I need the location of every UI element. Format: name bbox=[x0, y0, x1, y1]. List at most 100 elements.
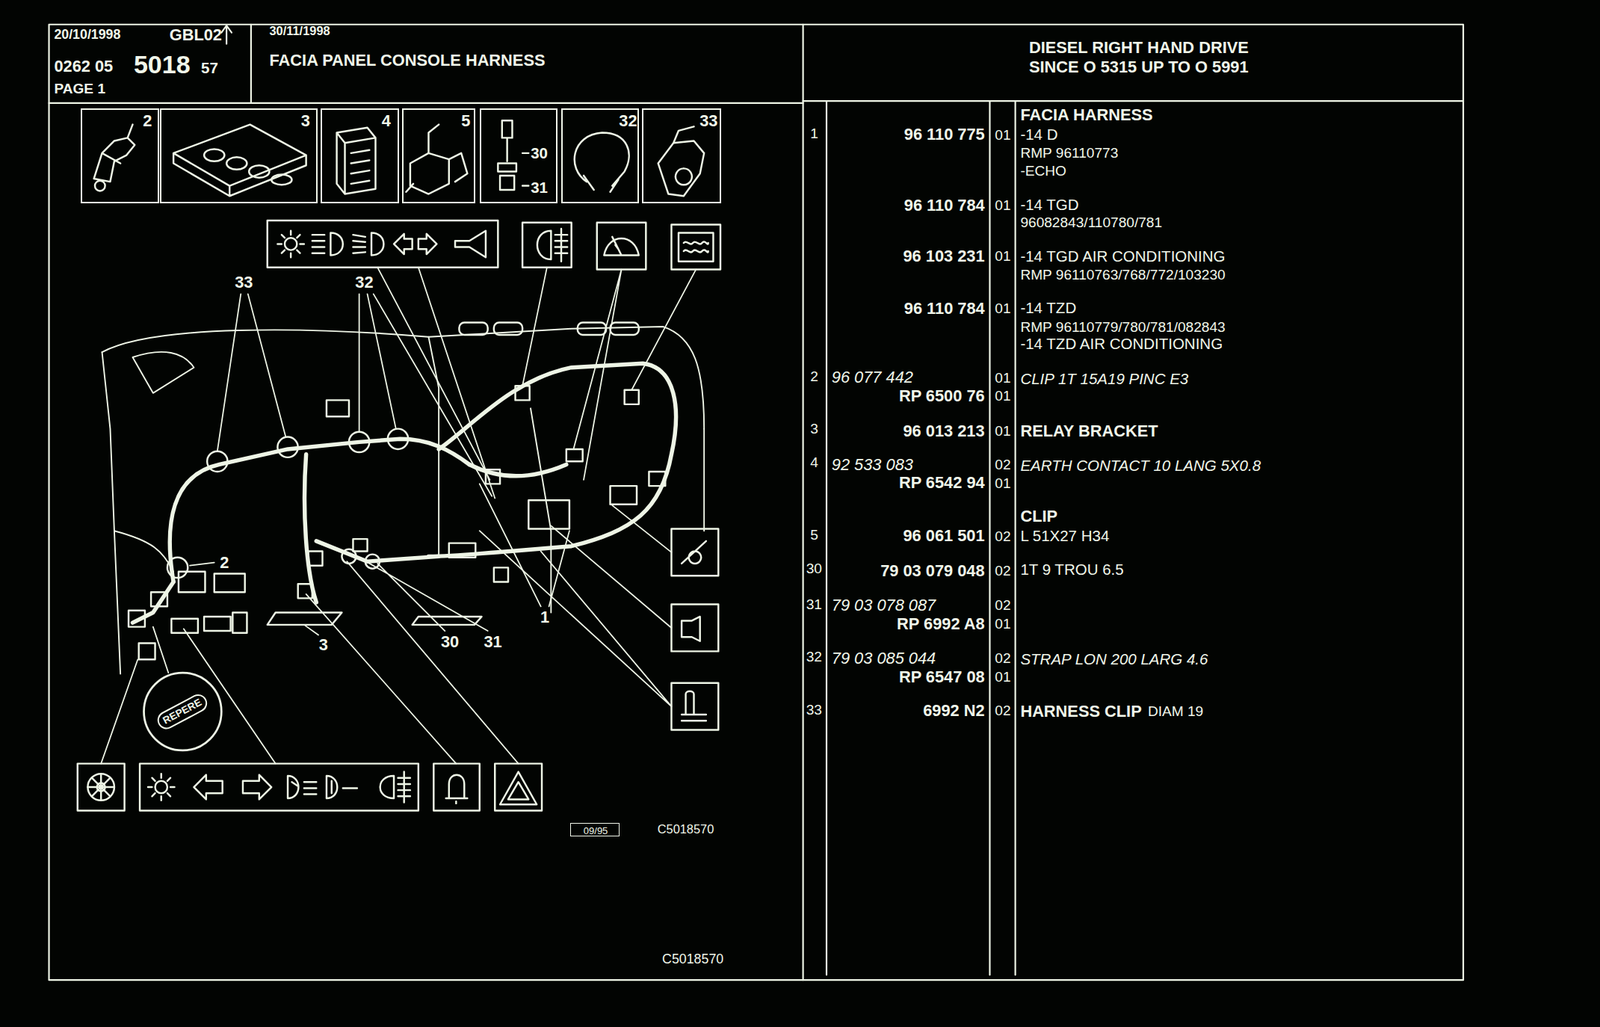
symbol-boxes bbox=[193, 774, 222, 800]
table-text: 96 110 784 bbox=[904, 300, 985, 317]
symbol-boxes bbox=[155, 780, 168, 793]
connectors bbox=[232, 612, 247, 633]
connectors bbox=[128, 610, 145, 627]
symbol-boxes bbox=[77, 763, 125, 811]
symbol-boxes bbox=[671, 528, 719, 576]
symbol-boxes bbox=[433, 763, 480, 811]
symbol-boxes bbox=[393, 233, 413, 255]
symbol-boxes bbox=[312, 232, 344, 255]
table-text: EARTH CONTACT 10 LANG 5X0.8 bbox=[1020, 458, 1261, 474]
symbol-boxes bbox=[671, 604, 719, 652]
connectors bbox=[267, 612, 343, 625]
part-icons bbox=[574, 133, 630, 193]
dashboard-outline bbox=[102, 326, 705, 429]
symbol-boxes bbox=[446, 774, 468, 804]
connectors bbox=[298, 583, 313, 598]
table-text: -14 TGD bbox=[1020, 197, 1079, 213]
callout-number: 31 bbox=[530, 179, 548, 196]
table-text: 96 110 775 bbox=[904, 126, 985, 143]
symbol-boxes bbox=[455, 230, 486, 258]
page-frame bbox=[221, 25, 232, 45]
leader-lines bbox=[479, 505, 672, 707]
part-box: 4 bbox=[320, 108, 400, 204]
part-box: 09/95 bbox=[570, 822, 620, 837]
connectors bbox=[341, 549, 356, 564]
table-text: 01 bbox=[994, 423, 1011, 438]
symbol-boxes bbox=[284, 237, 297, 250]
table-text: 02 bbox=[994, 703, 1011, 718]
dashboard-outline bbox=[102, 351, 122, 674]
harness bbox=[316, 541, 439, 562]
symbol-boxes bbox=[418, 233, 438, 255]
callout-number: 33 bbox=[699, 112, 718, 130]
table-text: 01 bbox=[994, 127, 1011, 142]
connectors bbox=[277, 437, 298, 458]
symbol-boxes bbox=[671, 683, 719, 731]
page-frame bbox=[250, 24, 252, 104]
table-text: STRAP LON 200 LARG 4.6 bbox=[1020, 651, 1208, 668]
part-icons bbox=[405, 124, 468, 195]
part-box: 5 bbox=[402, 108, 476, 204]
table-text: 79 03 078 087 bbox=[831, 597, 936, 614]
part-box: 2 bbox=[80, 108, 160, 204]
table-text: DIESEL RIGHT HAND DRIVE bbox=[1029, 39, 1249, 57]
table-text: 33 bbox=[806, 702, 823, 717]
table-text: 5018 bbox=[133, 51, 191, 77]
page-frame bbox=[825, 100, 828, 975]
symbol-boxes bbox=[326, 775, 358, 799]
page-frame bbox=[49, 24, 1464, 980]
table-text: RMP 96110773 bbox=[1020, 145, 1118, 160]
callout-number: 2 bbox=[219, 554, 229, 571]
symbol-boxes bbox=[499, 771, 537, 805]
symbol-boxes bbox=[671, 224, 721, 270]
page-title: FACIA PANEL CONSOLE HARNESS bbox=[269, 52, 546, 69]
table-text: RELAY BRACKET bbox=[1020, 422, 1158, 440]
leader-lines bbox=[359, 293, 493, 496]
connectors bbox=[207, 451, 228, 472]
table-text: 6992 N2 bbox=[922, 702, 985, 719]
table-text: PAGE 1 bbox=[53, 81, 106, 96]
table-text: RMP 96110779/780/781/082843 bbox=[1020, 319, 1225, 335]
table-text: 4 bbox=[810, 455, 819, 470]
connectors bbox=[150, 591, 168, 607]
callout-number: 2 bbox=[142, 112, 152, 130]
table-text: 1T 9 TROU 6.5 bbox=[1020, 561, 1124, 578]
callout-number: 30 bbox=[530, 145, 548, 162]
symbol-boxes bbox=[242, 774, 272, 800]
connectors bbox=[610, 322, 639, 335]
callout-number: 3 bbox=[319, 636, 329, 654]
symbol-boxes bbox=[380, 771, 411, 803]
callout-number: 32 bbox=[618, 112, 637, 130]
symbol-boxes bbox=[267, 220, 499, 268]
part-icons bbox=[271, 174, 292, 186]
part-icons bbox=[204, 148, 225, 161]
symbol-boxes bbox=[77, 220, 721, 811]
symbol-boxes bbox=[522, 222, 572, 268]
table-text: CLIP bbox=[1020, 508, 1058, 525]
dashboard-outline bbox=[530, 408, 551, 613]
callout-number: 1 bbox=[540, 609, 550, 626]
table-text: 01 bbox=[994, 198, 1011, 213]
callout-number: 32 bbox=[354, 274, 373, 291]
part-icons bbox=[497, 120, 517, 190]
page-frame bbox=[803, 100, 1464, 102]
leader-lines bbox=[100, 561, 518, 764]
marker-tag: REPERE bbox=[154, 691, 211, 733]
table-text: RP 6992 A8 bbox=[896, 615, 985, 633]
connectors bbox=[412, 616, 483, 625]
part-icons bbox=[94, 180, 106, 192]
symbol-boxes bbox=[537, 228, 568, 262]
part-icons bbox=[522, 153, 529, 187]
symbol-boxes bbox=[597, 222, 647, 270]
symbol-boxes bbox=[681, 541, 707, 564]
harness bbox=[169, 438, 470, 582]
table-text: 01 bbox=[994, 388, 1011, 403]
part-icons bbox=[173, 124, 307, 197]
leader-lines bbox=[522, 267, 696, 480]
table-text: L 51X27 H34 bbox=[1020, 528, 1110, 545]
leader-lines bbox=[479, 483, 570, 607]
table-text: 02 bbox=[994, 650, 1011, 666]
harness bbox=[304, 454, 317, 603]
table-text: 0262 05 bbox=[53, 58, 113, 75]
